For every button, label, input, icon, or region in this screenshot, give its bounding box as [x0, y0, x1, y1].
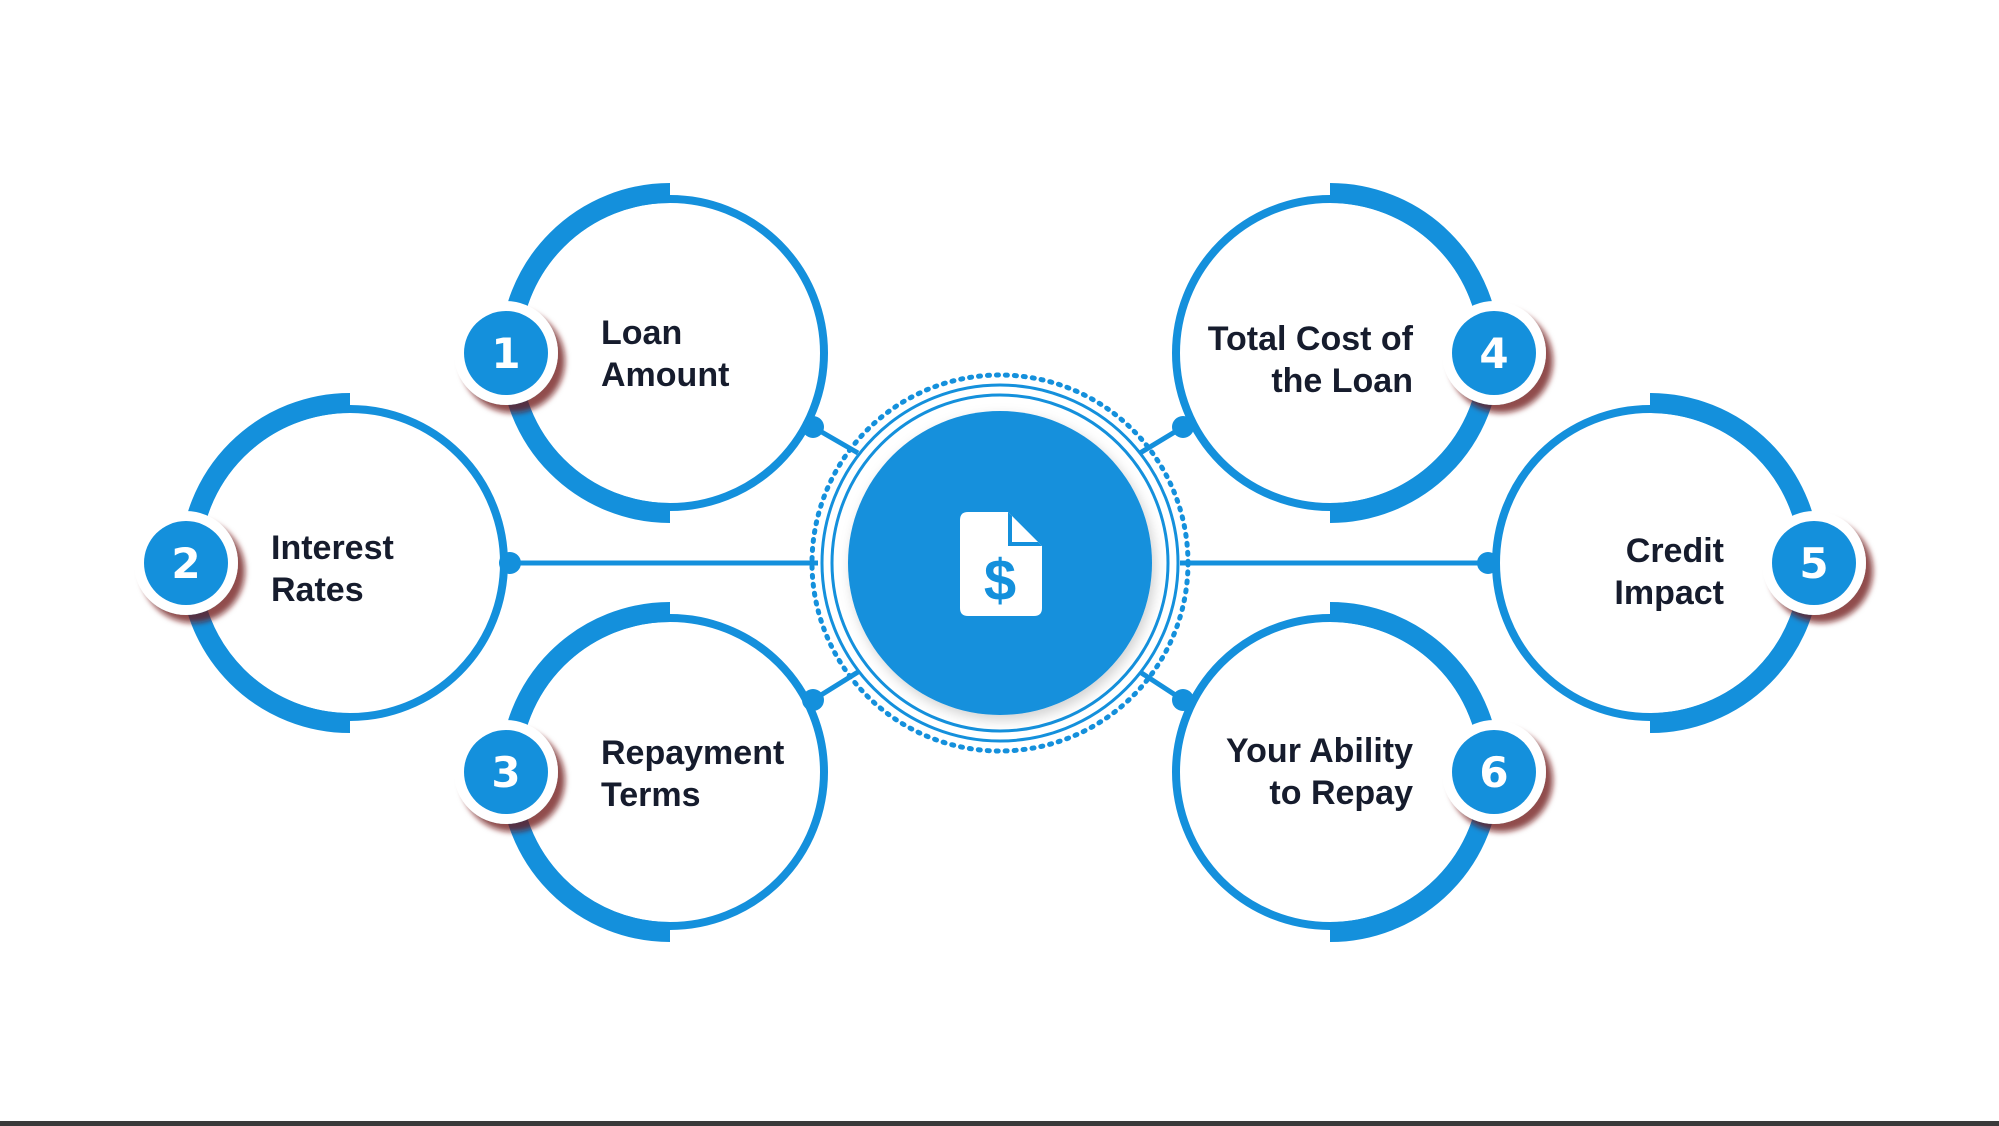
item-5: 5 — [1477, 393, 1866, 733]
item-6-label: Your Ability to Repay — [1226, 732, 1413, 812]
item-6-number: 6 — [1479, 748, 1508, 797]
item-1-label: Loan Amount — [601, 314, 730, 394]
item-2-connector-dot — [499, 552, 521, 574]
item-3-connector-dot — [802, 689, 824, 711]
item-3: 3 — [454, 602, 828, 942]
item-2: 2 — [134, 393, 521, 733]
item-5-connector-dot — [1477, 552, 1499, 574]
dollar-document-icon: $ — [960, 512, 1042, 616]
item-1-number-badge: 1 — [454, 301, 558, 405]
item-1-connector-dot — [802, 416, 824, 438]
item-4-number-badge: 4 — [1442, 301, 1546, 405]
item-3-number-badge: 3 — [454, 720, 558, 824]
item-6-connector-dot — [1172, 689, 1194, 711]
item-5-label: Credit Impact — [1614, 532, 1724, 612]
bottom-border — [0, 1121, 1999, 1126]
item-5-number: 5 — [1799, 539, 1828, 588]
item-2-label: Interest Rates — [271, 529, 394, 609]
item-3-label: Repayment Terms — [601, 734, 785, 814]
center-dotted-ring — [809, 372, 1191, 754]
dollar-sign: $ — [984, 548, 1016, 613]
item-1: 1 — [454, 183, 828, 523]
center-hub: $ — [809, 372, 1191, 754]
item-4: 4 — [1172, 183, 1546, 523]
item-6-number-badge: 6 — [1442, 720, 1546, 824]
item-2-number: 2 — [171, 539, 200, 588]
center-middle-ring — [830, 393, 1170, 733]
item-2-number-badge: 2 — [134, 511, 238, 615]
item-4-number: 4 — [1479, 329, 1508, 378]
item-5-number-badge: 5 — [1762, 511, 1866, 615]
items-layer: 1 2 3 4 5 6 — [134, 183, 1866, 942]
item-4-connector-dot — [1172, 416, 1194, 438]
item-4-label: Total Cost of the Loan — [1207, 320, 1413, 400]
item-6: 6 — [1172, 602, 1546, 942]
item-1-number: 1 — [491, 329, 520, 378]
item-3-number: 3 — [491, 748, 520, 797]
